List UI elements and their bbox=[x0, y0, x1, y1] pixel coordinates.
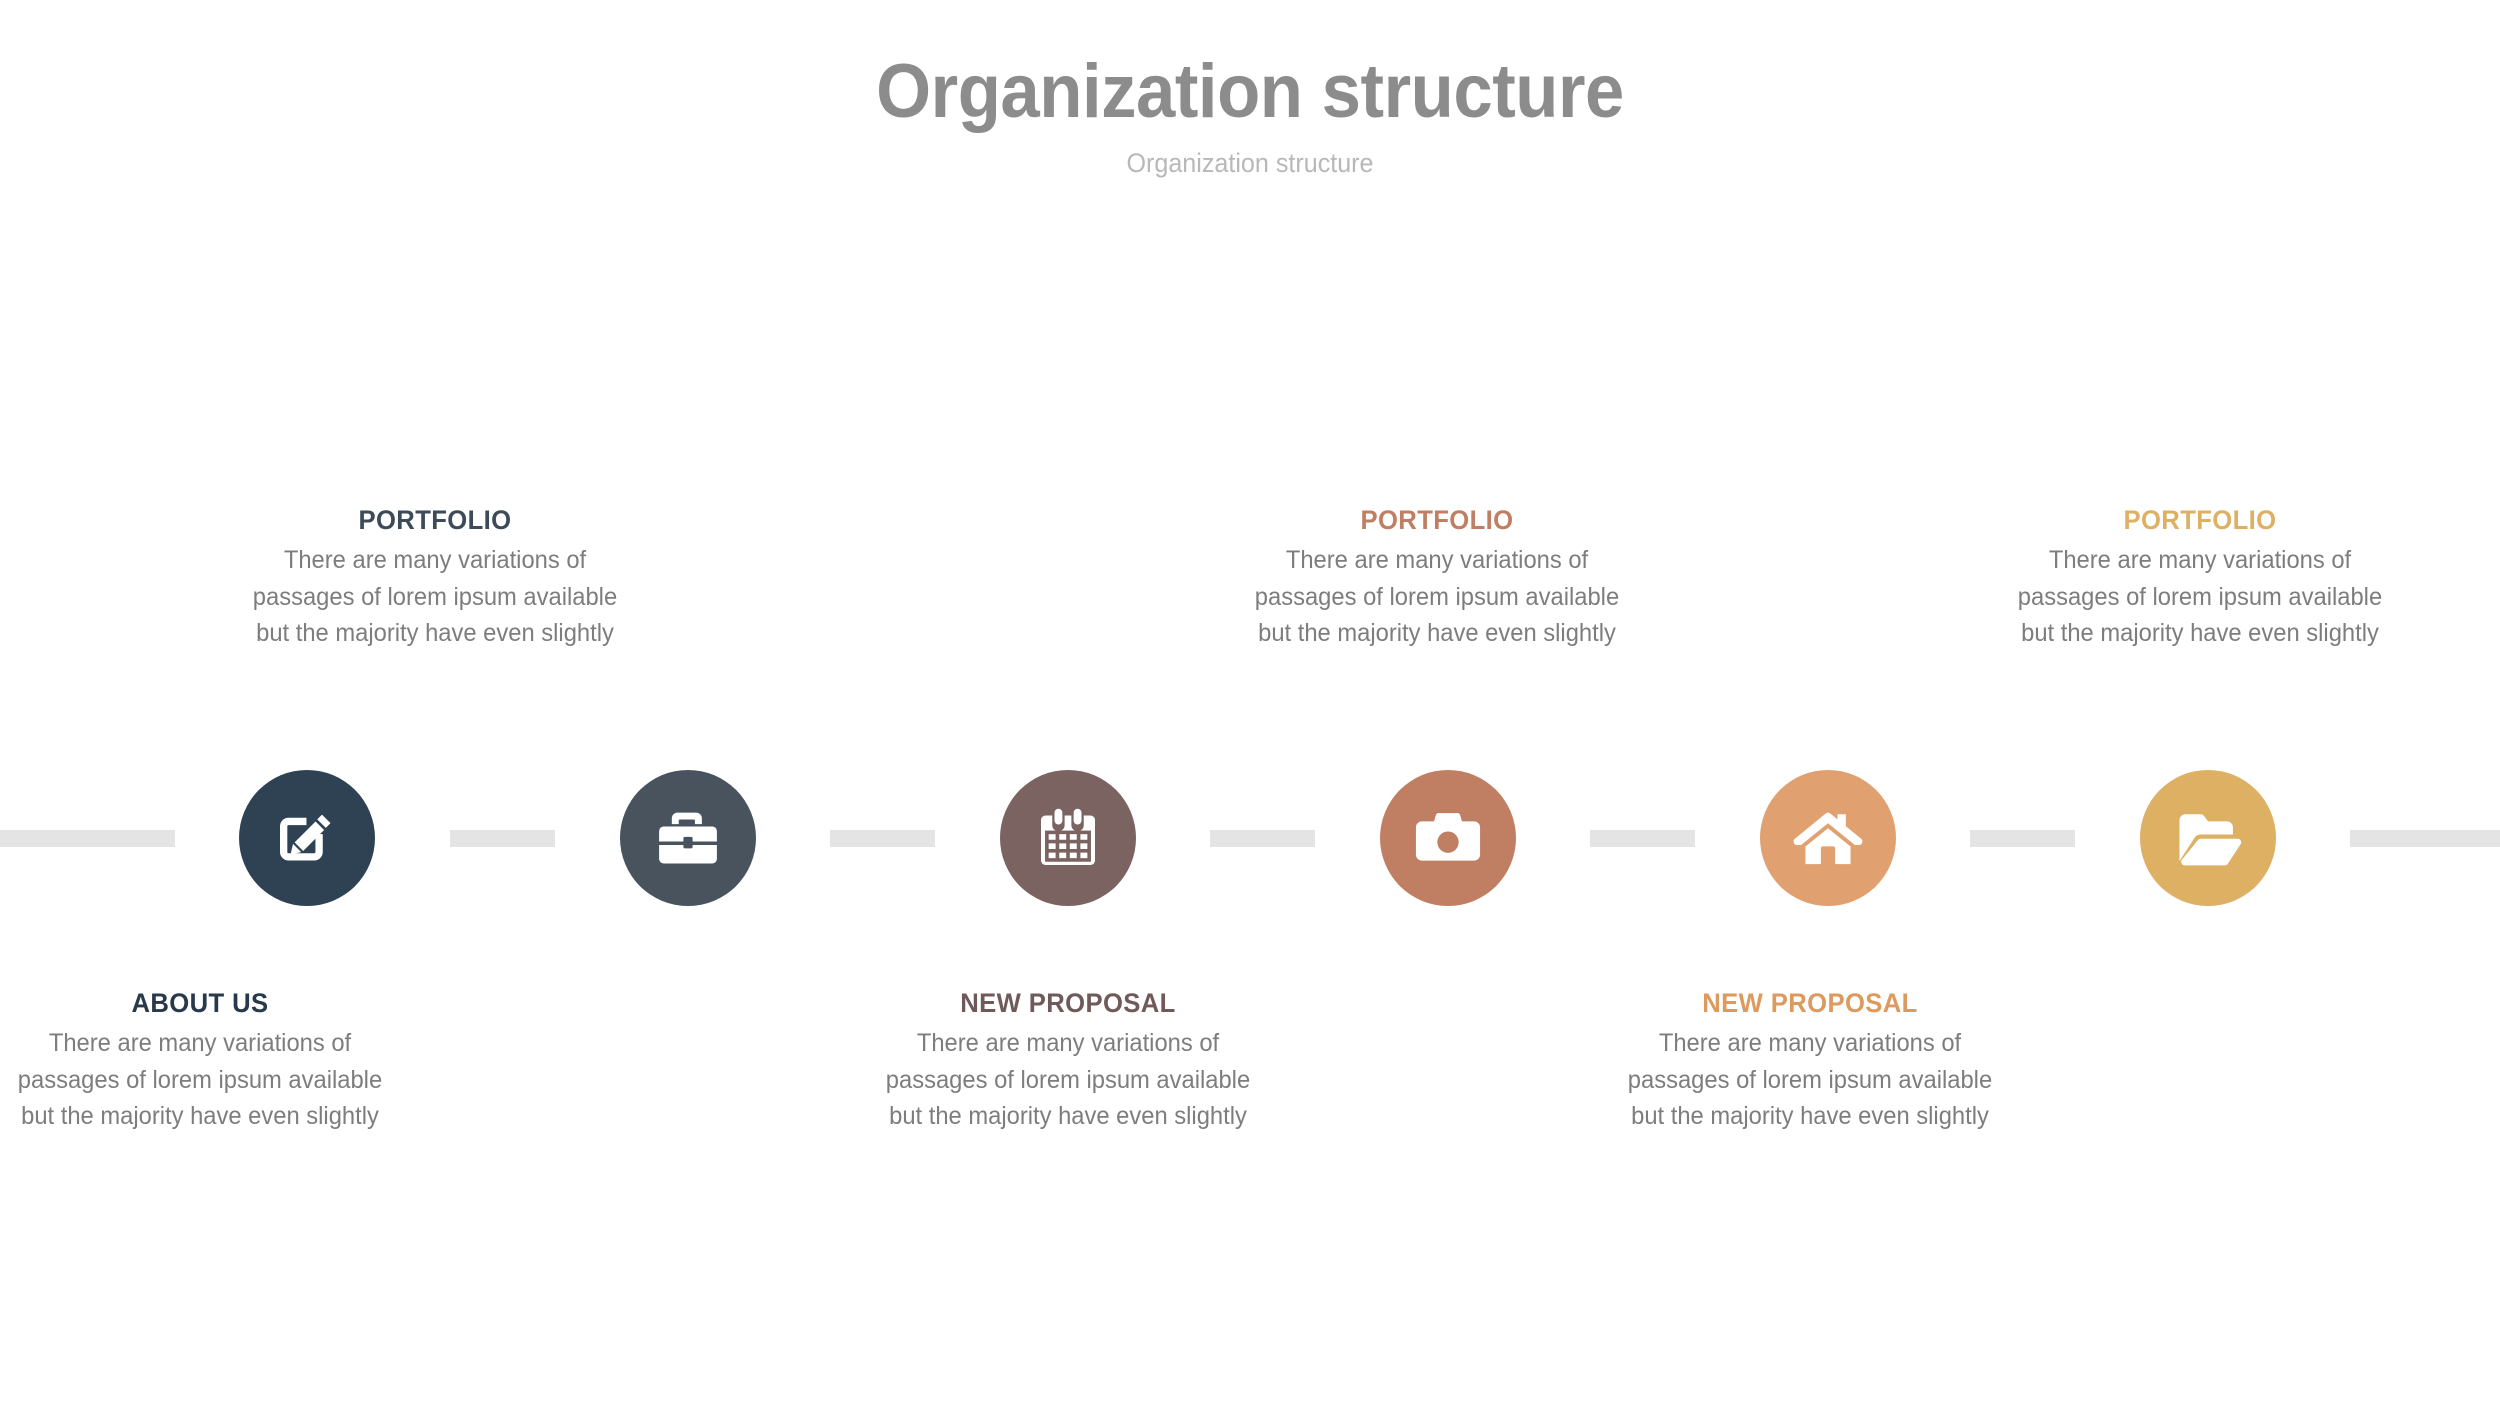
body-line: but the majority have even slightly bbox=[889, 1102, 1247, 1130]
calendar-icon bbox=[1032, 802, 1104, 874]
rail-segment-5 bbox=[1590, 830, 1695, 847]
body-line: but the majority have even slightly bbox=[1258, 619, 1616, 647]
body-line: but the majority have even slightly bbox=[1631, 1102, 1989, 1130]
timeline-node-5[interactable] bbox=[1760, 770, 1896, 906]
body-line: There are many variations of bbox=[283, 546, 587, 574]
edit-square-icon bbox=[271, 802, 343, 874]
body-line: passages of lorem ipsum available bbox=[1627, 1065, 1993, 1094]
timeline-node-2[interactable] bbox=[620, 770, 756, 906]
body-line: There are many variations of bbox=[48, 1029, 352, 1057]
block-top-2: PORTFOLIO There are many variations of pas… bbox=[195, 505, 675, 652]
block-top-4: PORTFOLIO There are many variations of pas… bbox=[1197, 505, 1677, 652]
camera-icon bbox=[1410, 800, 1486, 876]
body-line: There are many variations of bbox=[916, 1029, 1220, 1057]
body-line: passages of lorem ipsum available bbox=[2017, 582, 2383, 611]
block-top-2-heading: PORTFOLIO bbox=[358, 505, 512, 535]
block-bottom-5: NEW PROPOSAL There are many variations of… bbox=[1570, 988, 2050, 1135]
block-top-2-body: There are many variations of passages of … bbox=[207, 542, 663, 652]
page-subtitle: Organization structure bbox=[1126, 148, 1374, 178]
timeline-node-6[interactable] bbox=[2140, 770, 2276, 906]
block-bottom-3-body: There are many variations of passages of … bbox=[840, 1025, 1296, 1135]
body-line: passages of lorem ipsum available bbox=[1254, 582, 1620, 611]
block-bottom-3-heading: NEW PROPOSAL bbox=[960, 988, 1176, 1018]
body-line: passages of lorem ipsum available bbox=[17, 1065, 383, 1094]
folder-open-icon bbox=[2170, 800, 2246, 876]
body-line: but the majority have even slightly bbox=[256, 619, 614, 647]
timeline-rail bbox=[0, 830, 2500, 847]
block-bottom-1-body: There are many variations of passages of … bbox=[0, 1025, 428, 1135]
rail-segment-6 bbox=[1970, 830, 2075, 847]
body-line: There are many variations of bbox=[2048, 546, 2352, 574]
block-bottom-5-body: There are many variations of passages of … bbox=[1582, 1025, 2038, 1135]
timeline-node-3[interactable] bbox=[1000, 770, 1136, 906]
body-line: There are many variations of bbox=[1285, 546, 1589, 574]
block-top-4-heading: PORTFOLIO bbox=[1360, 505, 1514, 535]
body-line: but the majority have even slightly bbox=[2021, 619, 2379, 647]
header: Organization structure Organization stru… bbox=[0, 0, 2500, 179]
timeline-node-1[interactable] bbox=[239, 770, 375, 906]
briefcase-icon bbox=[651, 801, 725, 875]
block-top-6-heading: PORTFOLIO bbox=[2123, 505, 2277, 535]
block-bottom-3: NEW PROPOSAL There are many variations of… bbox=[828, 988, 1308, 1135]
rail-segment-2 bbox=[450, 830, 555, 847]
block-top-6-body: There are many variations of passages of … bbox=[1972, 542, 2428, 652]
body-line: passages of lorem ipsum available bbox=[252, 582, 618, 611]
body-line: but the majority have even slightly bbox=[21, 1102, 379, 1130]
page-title: Organization structure bbox=[876, 49, 1624, 134]
rail-segment-3 bbox=[830, 830, 935, 847]
block-bottom-1: ABOUT US There are many variations of pass… bbox=[0, 988, 440, 1135]
block-bottom-5-heading: NEW PROPOSAL bbox=[1702, 988, 1918, 1018]
block-top-6: PORTFOLIO There are many variations of pas… bbox=[1960, 505, 2440, 652]
rail-segment-4 bbox=[1210, 830, 1315, 847]
timeline-node-4[interactable] bbox=[1380, 770, 1516, 906]
block-bottom-1-heading: ABOUT US bbox=[131, 988, 269, 1018]
block-top-4-body: There are many variations of passages of … bbox=[1209, 542, 1665, 652]
body-line: passages of lorem ipsum available bbox=[885, 1065, 1251, 1094]
rail-segment-7 bbox=[2350, 830, 2500, 847]
home-icon bbox=[1790, 800, 1866, 876]
body-line: There are many variations of bbox=[1658, 1029, 1962, 1057]
rail-segment-1 bbox=[0, 830, 175, 847]
